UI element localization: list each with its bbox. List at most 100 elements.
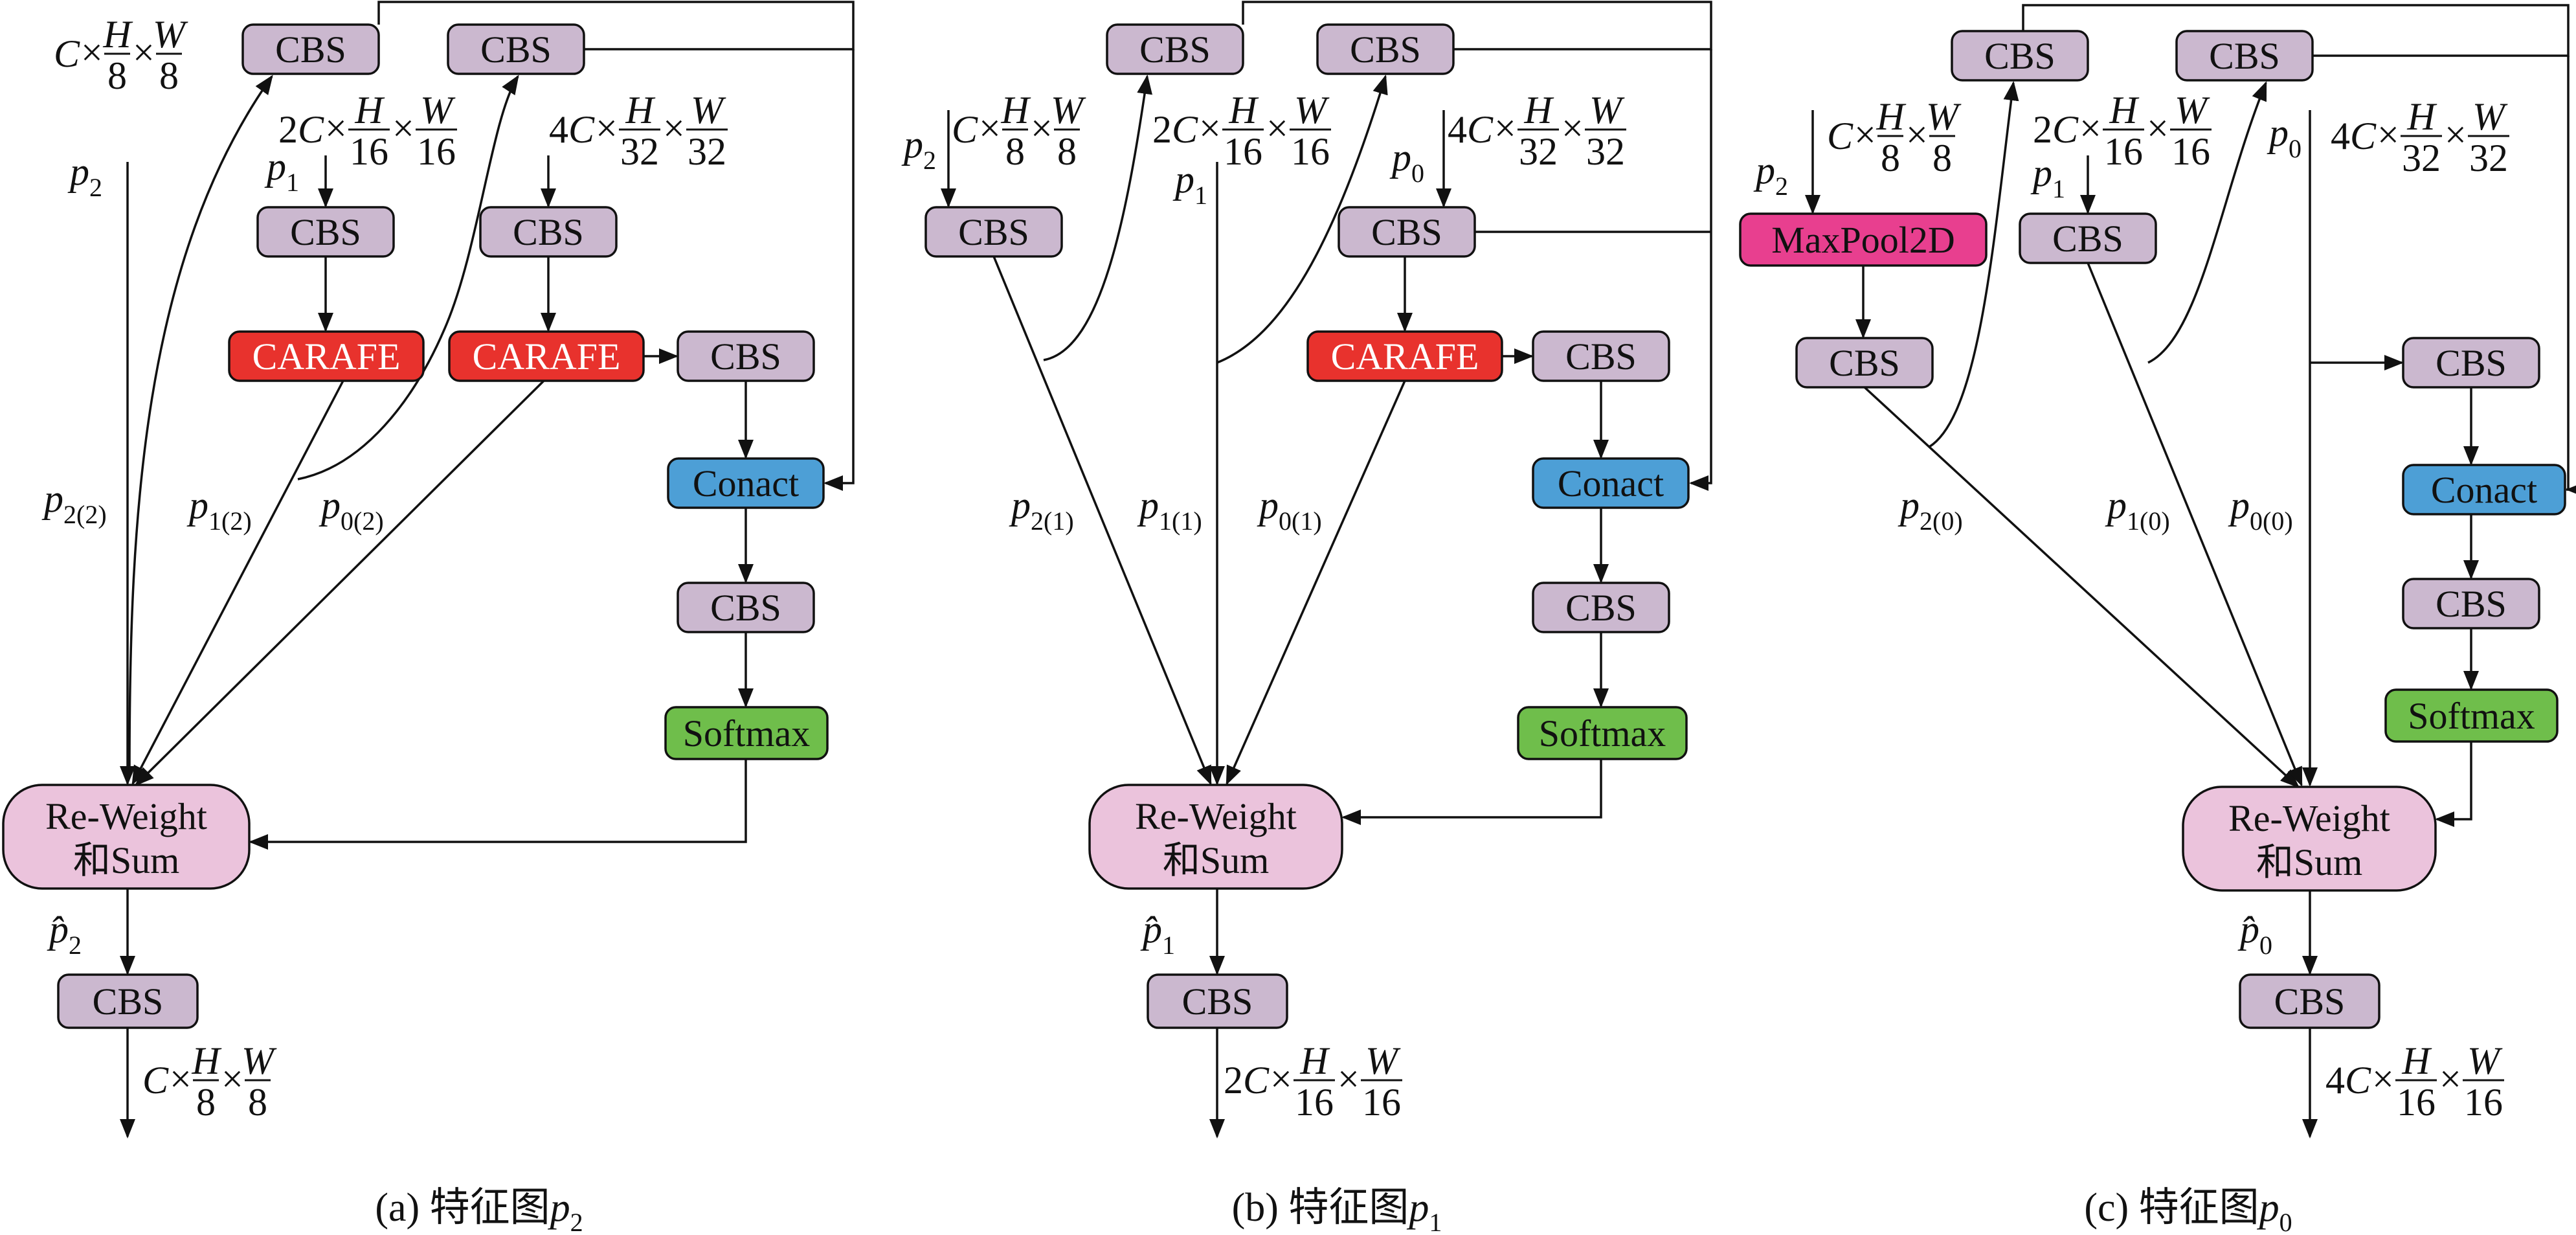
panel-b-conact-label: Conact [1558, 462, 1664, 504]
panel-a-conact-label: Conact [693, 462, 799, 504]
panel-b-dim-input-p0: 4C×H32×W32 [1448, 89, 1626, 173]
panel-c-softmax-reweight [2435, 742, 2472, 827]
panel-b-dim-input-p1-times-1: × [1199, 107, 1221, 150]
panel-b-dim-output-times-2: × [1338, 1058, 1360, 1100]
panel-a-cbs-p0-label: CBS [513, 211, 584, 253]
panel-b-curve-cbs2 [1216, 74, 1388, 364]
panel-a-dim-output-times-1: × [170, 1058, 192, 1100]
panel-b-dim-input-p1-den-1: 16 [1224, 130, 1262, 173]
panel-c-dim-output-w: W [2467, 1039, 2503, 1082]
panel-c-label-p10: p1(0) [2105, 484, 2170, 536]
panel-a-cbs-out: CBS [57, 973, 199, 1029]
panel-b-label-p1: p1 [1172, 158, 1207, 210]
panel-b-conact-shape [1532, 457, 1690, 509]
panel-a-dim-input-p1-den-2: 16 [417, 130, 456, 173]
panel-a-feedback-top [377, 1, 855, 51]
panel-a-label-p1: p1 [264, 145, 299, 197]
panel-b-dim-output-w: W [1365, 1039, 1401, 1082]
panel-c-conact: Conact [2402, 464, 2566, 516]
panel-b-dim-input-p0-den-1: 32 [1519, 130, 1558, 173]
panel-b-dim-input-p1-w: W [1294, 89, 1330, 131]
panel-b-cbs-mid-label: CBS [1565, 587, 1637, 629]
panel-b-reweight-shape [1088, 784, 1343, 890]
panel-a-dim-input-p2-times-1: × [81, 31, 103, 74]
panel-a-cbs-right-shape [677, 330, 815, 382]
panel-a-dim-input-p0-den-2: 32 [688, 130, 726, 173]
panel-c-cbs-p1-label: CBS [2052, 218, 2123, 260]
panel-c-dim-input-p0-den-1: 32 [2402, 137, 2441, 179]
panel-a-cbs-p0-shape [479, 206, 618, 258]
panel-a-cbs-out-shape [57, 973, 199, 1029]
panel-b-cbs-mid-shape [1532, 582, 1670, 633]
panel-b-cbs-top-1: CBS [1106, 23, 1244, 75]
panel-c-dim-input-p0: 4C×H32×W32 [2331, 95, 2509, 179]
panel-c-dim-input-p1-coef: 2C [2033, 108, 2079, 151]
panel-b-feedback-top [1242, 1, 1712, 51]
panel-c-cbs-left-label: CBS [1829, 342, 1900, 384]
panel-a-label-phat: p̂2 [47, 908, 82, 960]
panel-a-cbs-top-1-shape [241, 23, 380, 75]
panel-c-dim-output-times-1: × [2372, 1058, 2394, 1100]
panel-a-caption: (a) 特征图p2 [375, 1186, 583, 1235]
panel-b-dim-output-den-2: 16 [1362, 1081, 1401, 1124]
panel-b-carafe-shape [1306, 330, 1503, 382]
panel-b-label-p01: p0(1) [1257, 484, 1322, 536]
panel-b-cbs-top-1-shape [1106, 23, 1244, 75]
panel-b-cbs-p2-label: CBS [958, 211, 1029, 253]
panel-b-carafe-label: CARAFE [1331, 335, 1479, 378]
panel-b-dim-input-p1: 2C×H16×W16 [1152, 89, 1331, 173]
panel-b-label-p2: p2 [901, 123, 936, 175]
panel-c-cbs-p1-reweight [2087, 262, 2303, 787]
panel-c-cbs-p1: CBS [2019, 212, 2157, 264]
panel-c-curve-cbs2 [2147, 81, 2267, 364]
panel-c-caption: (c) 特征图p0 [2084, 1186, 2292, 1235]
panel-c-cbs-top-1-label: CBS [1984, 35, 2055, 77]
panel-c-dim-input-p1-w: W [2175, 89, 2210, 131]
panel-a-dim-output-coef: C [142, 1059, 169, 1102]
panel-b-dim-input-p2-h: H [1000, 89, 1031, 131]
panel-b-dim-output-h: H [1299, 1039, 1330, 1082]
panel-a-cbs-top-2: CBS [447, 23, 585, 75]
panel-b-reweight-label-2: 和Sum [1163, 839, 1269, 881]
panel-b-cbs-out: CBS [1147, 973, 1288, 1029]
panel-c-maxpool: MaxPool2D [1739, 212, 1988, 267]
panel-c-dim-input-p1-times-2: × [2147, 107, 2169, 150]
panel-b-cbs-out-label: CBS [1182, 980, 1253, 1023]
panel-a-dim-output-h: H [191, 1039, 222, 1082]
panel-b-dim-input-p0-h: H [1523, 89, 1554, 131]
panel-c-dim-input-p0-times-1: × [2377, 113, 2399, 156]
panel-b-cbs-p2: CBS [924, 206, 1063, 258]
panel-c-cbs-out-shape [2239, 973, 2380, 1029]
panel-b-label-p11: p1(1) [1137, 484, 1202, 536]
panel-c-cbs-right-label: CBS [2436, 342, 2507, 384]
panel-a-label-p02: p0(2) [319, 484, 384, 536]
panel-b-feedback-right [1689, 49, 1712, 491]
panel-b-cbs-top-2-label: CBS [1350, 28, 1421, 71]
panel-c-cbs-out-label: CBS [2274, 980, 2346, 1023]
panel-b-dim-output: 2C×H16×W16 [1224, 1039, 1402, 1124]
panel-a-cbs-mid-label: CBS [710, 587, 781, 629]
panel-a-softmax-shape [664, 706, 829, 760]
panel-b-softmax-reweight [1341, 759, 1602, 825]
panel-b-caption: (b) 特征图p1 [1232, 1186, 1442, 1235]
panel-b-cbs-p0-shape [1338, 206, 1476, 258]
panel-a-dim-input-p1-times-2: × [392, 107, 414, 150]
panel-c-conact-label: Conact [2431, 469, 2537, 511]
panel-b-dim-input-p0-w: W [1589, 89, 1625, 131]
panel-c-cbs-top-2: CBS [2175, 30, 2314, 82]
panel-b-cbs-top-2: CBS [1316, 23, 1455, 75]
panel-c-dim-input-p2-w: W [1926, 95, 1962, 138]
panel-b-dim-input-p2-coef: C [952, 108, 978, 151]
panel-a-cbs-p0: CBS [479, 206, 618, 258]
panel-a-carafe-1-label: CARAFE [252, 335, 401, 378]
panel-c-dim-input-p1-den-1: 16 [2104, 130, 2143, 173]
panel-a-dim-input-p1-coef: 2C [278, 108, 324, 151]
panel-a-dim-input-p2-coef: C [54, 32, 80, 75]
panel-a-softmax: Softmax [664, 706, 829, 760]
panel-c-dim-output-den-1: 16 [2397, 1081, 2436, 1124]
panel-a-conact-shape [667, 457, 825, 509]
panel-b-dim-input-p2-times-1: × [979, 107, 1001, 150]
panel-a-carafe-2: CARAFE [448, 330, 645, 382]
